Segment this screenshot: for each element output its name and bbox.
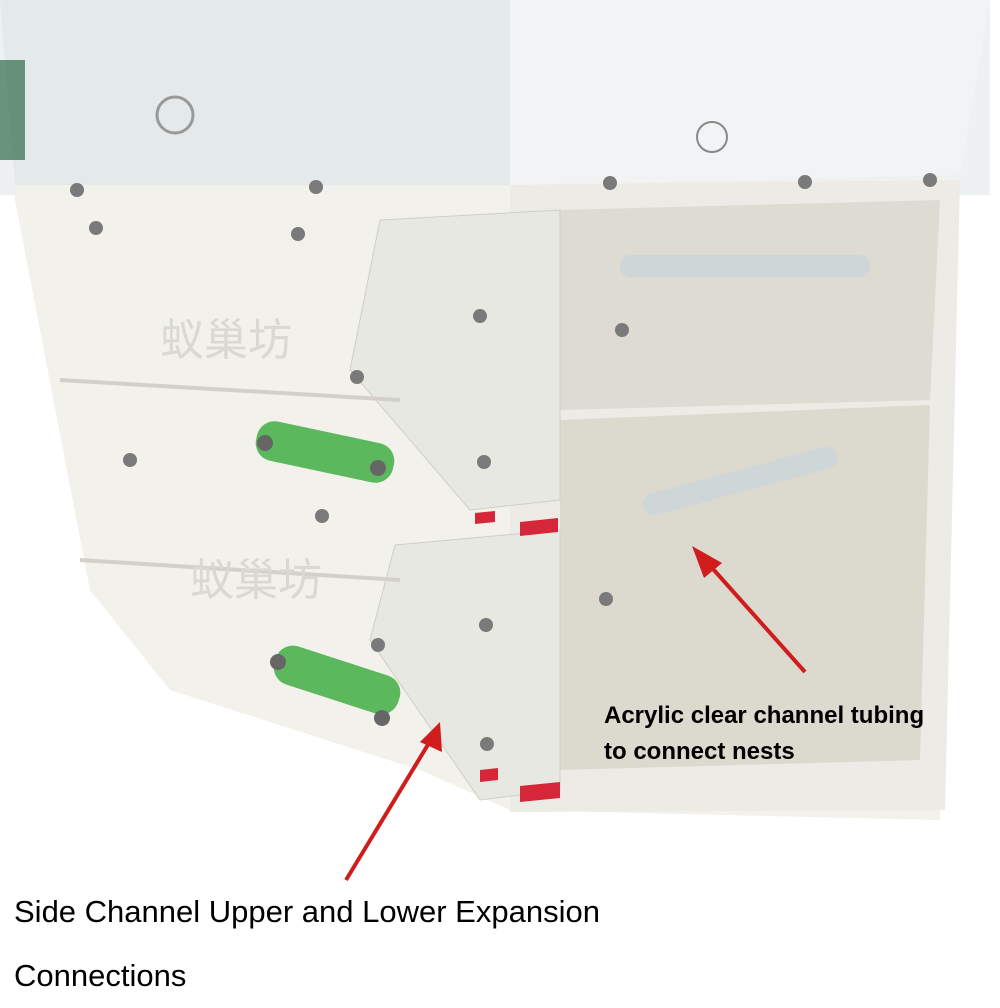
embossed-logo-lower: 蚁巢坊	[190, 555, 322, 606]
side-channel-arrow	[344, 722, 442, 882]
side-connector-lower	[270, 645, 401, 726]
red-tabs	[475, 511, 560, 802]
side-annotation-line1: Side Channel Upper and Lower Expansion	[14, 894, 600, 929]
screws	[70, 173, 937, 751]
side-channel-annotation: Side Channel Upper and Lower Expansion C…	[14, 880, 774, 1008]
tubing-annotation-line2: to connect nests	[604, 738, 795, 765]
side-connector-upper	[255, 421, 395, 483]
side-annotation-line2: Connections	[14, 958, 187, 993]
tubing-annotation-line1: Acrylic clear channel tubing	[604, 702, 925, 729]
embossed-logo-upper: 蚁巢坊	[160, 315, 292, 366]
nest-body: 蚁巢坊 蚁巢坊	[15, 178, 960, 820]
acrylic-top-case	[0, 0, 990, 195]
tubing-annotation: Acrylic clear channel tubing to connect …	[604, 698, 1000, 770]
tubing-arrow	[692, 546, 807, 674]
